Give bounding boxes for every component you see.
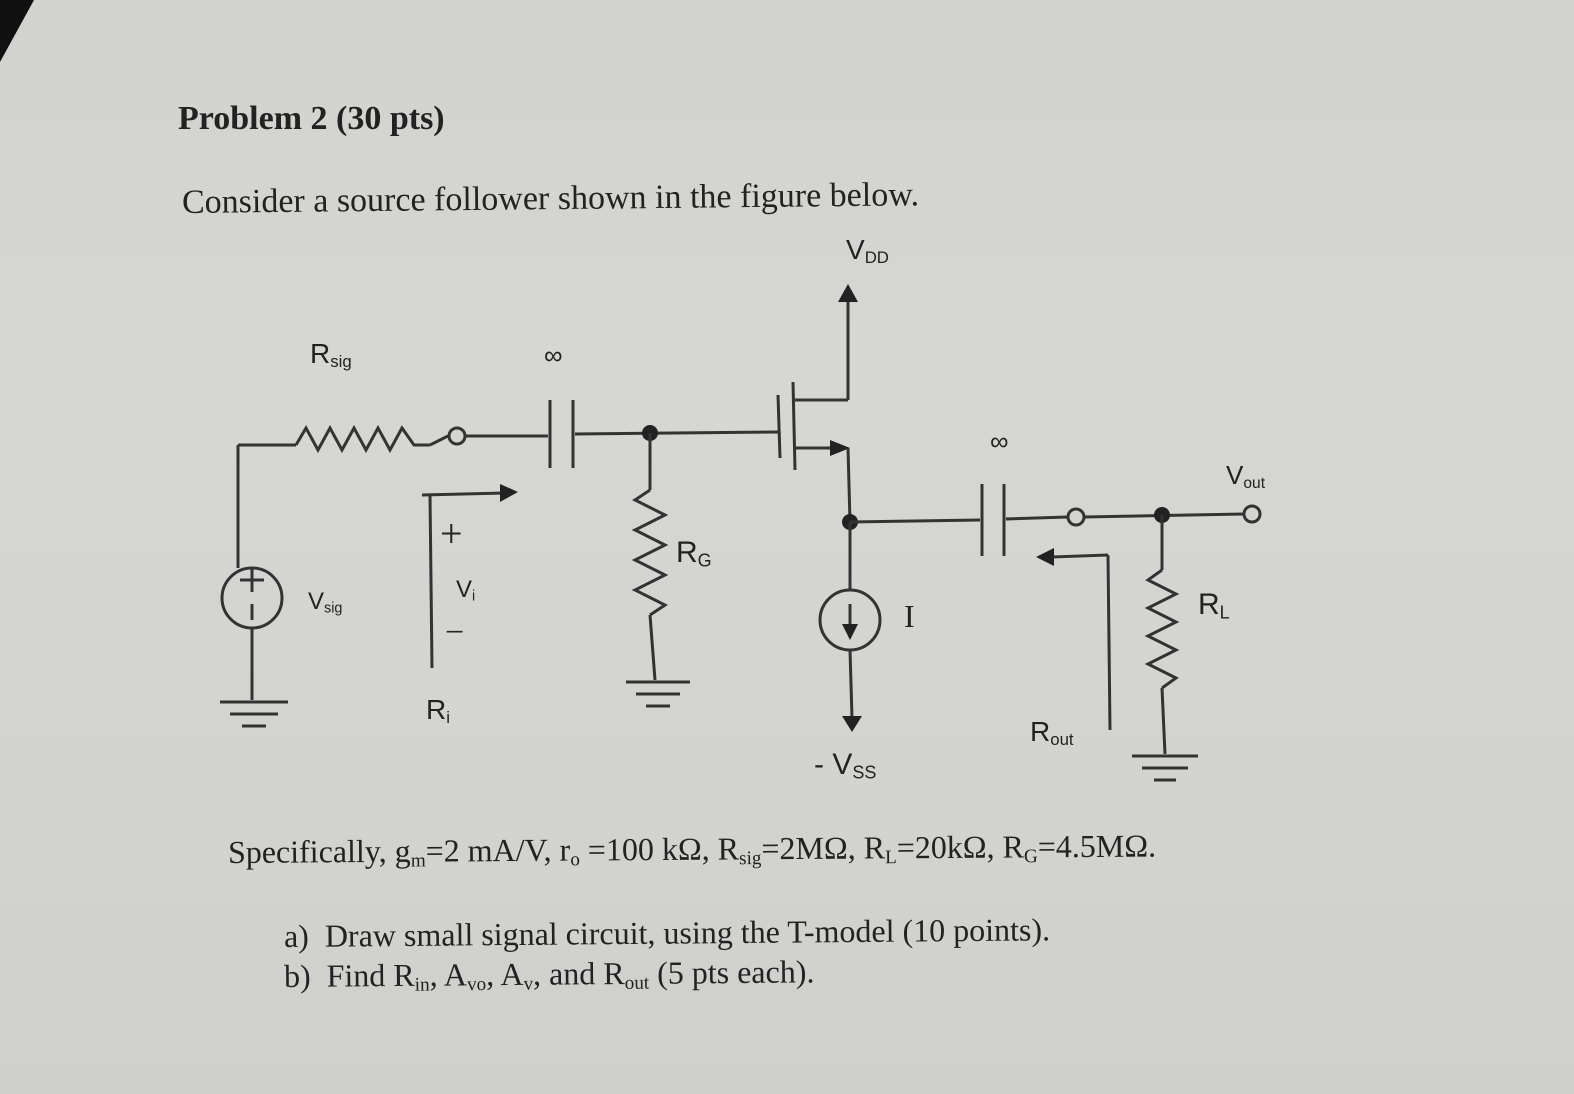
rout-bracket-v <box>1106 554 1112 731</box>
vss-wire <box>848 649 854 719</box>
vss-label: - VSS <box>814 748 877 783</box>
rsig-to-node <box>429 434 449 447</box>
rg-resistor <box>631 488 669 617</box>
vi-label: Vi <box>456 576 476 605</box>
mosfet-source-arrow <box>830 440 850 456</box>
specs-line: Specifically, gm=2 mA/V, ro =100 kΩ, Rsi… <box>228 828 1156 874</box>
spec-rsig: Rsig=2MΩ, <box>717 829 864 870</box>
part-b: b) Find Rin, Avo, Av, and Rout (5 pts ea… <box>284 953 815 997</box>
vi-minus-sign: − <box>445 614 465 651</box>
source-wire <box>846 447 852 523</box>
cap-in-infinity-label: ∞ <box>544 340 563 370</box>
vi-bracket-v <box>428 494 434 669</box>
ri-label: Ri <box>426 694 450 728</box>
output-node-open <box>1066 507 1086 527</box>
part-a-text: Draw small signal circuit, using the T-m… <box>324 911 1051 954</box>
vi-plus-sign: + <box>440 511 463 556</box>
cap-out-right <box>1005 515 1069 521</box>
rg-label: RG <box>676 536 712 571</box>
vss-arrow <box>842 716 862 732</box>
spec-rg: RG=4.5MΩ. <box>1002 827 1157 868</box>
specs-lead: Specifically, <box>227 832 395 870</box>
rout-bracket-h <box>1051 553 1109 559</box>
rsig-label: Rsig <box>310 338 352 372</box>
rg-wire-bottom <box>648 614 657 681</box>
current-source-arrow-head <box>842 624 858 640</box>
current-label: I <box>904 598 915 634</box>
rout-label: Rout <box>1030 716 1074 750</box>
vi-bracket-h <box>421 491 506 497</box>
cap-out-infinity-label: ∞ <box>990 426 1009 456</box>
vout-terminal <box>1242 504 1262 524</box>
vout-label: Vout <box>1226 460 1266 492</box>
rl-resistor <box>1144 568 1180 690</box>
cap-to-gate <box>574 430 779 436</box>
photo-corner-shadow <box>0 0 34 62</box>
part-b-marker: b) <box>283 957 311 994</box>
part-a-marker: a) <box>283 917 310 954</box>
vdd-label: VDD <box>846 234 889 268</box>
rout-arrow-head <box>1036 548 1054 566</box>
vi-arrow-head <box>500 484 518 502</box>
rsig-resistor <box>294 424 430 454</box>
vsig-label: Vsig <box>308 588 343 617</box>
vdd-arrow <box>838 284 858 302</box>
part-b-text: Find Rin, Avo, Av, and Rout (5 pts each)… <box>326 953 815 996</box>
rl-label: RL <box>1198 588 1230 623</box>
spec-rl: RL=20kΩ, <box>863 828 1003 869</box>
problem-title: Problem 2 (30 pts) <box>178 100 445 137</box>
spec-ro: ro =100 kΩ, <box>559 830 718 871</box>
rl-wire-bottom <box>1160 687 1167 755</box>
part-a: a) Draw small signal circuit, using the … <box>284 911 1050 955</box>
source-to-cap <box>849 518 981 524</box>
mosfet-channel <box>791 381 797 471</box>
spec-gm: gm=2 mA/V, <box>394 831 560 872</box>
input-terminal <box>447 426 467 446</box>
mosfet-gate-plate <box>776 394 782 459</box>
